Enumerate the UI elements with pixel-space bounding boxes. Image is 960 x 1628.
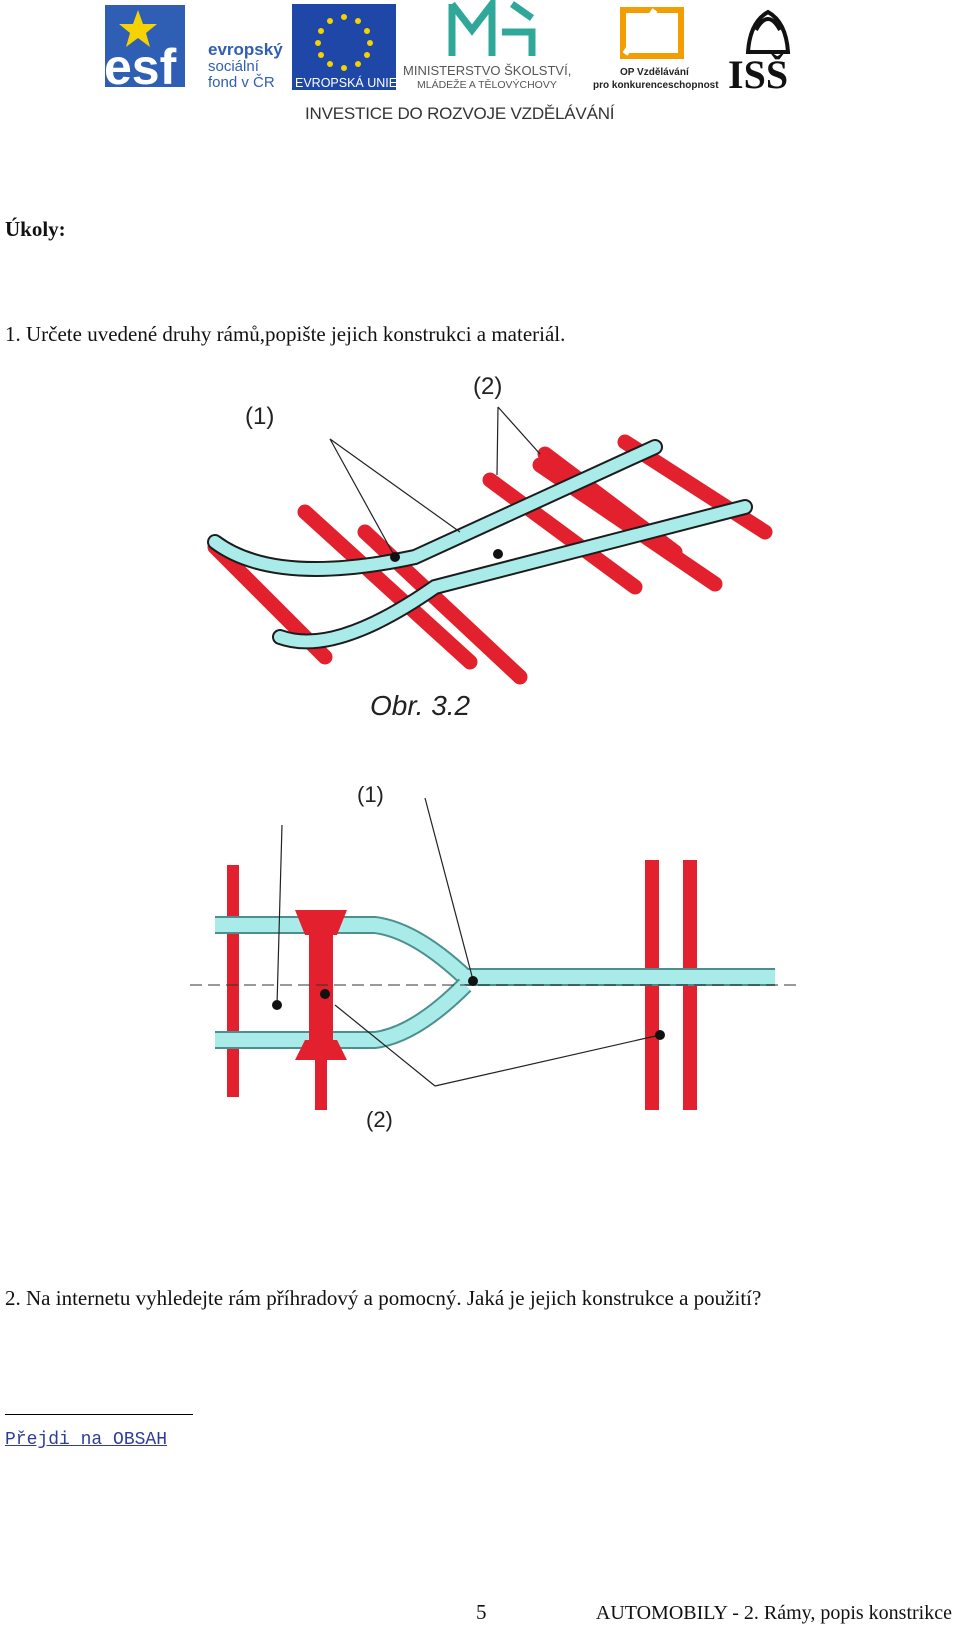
figure-1-leader-lines (329, 406, 541, 558)
header-logo-band: esf evropský sociální fond v ČR EVROPSKÁ… (104, 0, 791, 97)
msmt-logo: MINISTERSTVO ŠKOLSTVÍ, MLÁDEŽE A TĚLOVÝC… (403, 0, 571, 91)
figure-2-leader-lines (276, 797, 661, 1087)
iss-label: ISŠ (728, 52, 788, 97)
footer-title: AUTOMOBILY - 2. Rámy, popis konstrikce (595, 1602, 952, 1624)
figure-1-point (493, 549, 503, 559)
iss-logo: ISŠ (728, 9, 791, 97)
esf-line3: fond v ČR (208, 74, 275, 91)
figure-1-ladder-frame: (1) (2) Obr. 3.2 (207, 373, 773, 721)
figure-2-y-frame: (1) (2) (190, 782, 800, 1132)
eu-stars-icon (315, 14, 373, 71)
esf-line2: sociální (208, 58, 260, 75)
figure-2-label-1: (1) (357, 782, 384, 807)
op-line2: pro konkurenceschopnost (593, 80, 719, 91)
figure-2-point (320, 989, 330, 999)
esf-line1: evropský (208, 40, 283, 59)
task-2-text: 2. Na internetu vyhledejte rám příhradov… (5, 1286, 762, 1310)
figure-2-h-crossmember (295, 910, 347, 1060)
figure-1-label-1: (1) (245, 403, 274, 430)
header-tagline: INVESTICE DO ROZVOJE VZDĚLÁVÁNÍ (305, 104, 615, 123)
separator-rule (5, 1414, 193, 1415)
iss-crown-icon (745, 9, 791, 54)
esf-star-icon (119, 10, 157, 47)
op-logo: OP Vzdělávání pro konkurenceschopnost (593, 7, 719, 91)
eu-flag-logo: EVROPSKÁ UNIE (292, 4, 397, 90)
contents-link[interactable]: Přejdi na OBSAH (5, 1430, 168, 1450)
figure-2-point (655, 1030, 665, 1040)
task-1-text: 1. Určete uvedené druhy rámů,popište jej… (5, 322, 566, 346)
eu-label: EVROPSKÁ UNIE (295, 75, 397, 90)
esf-letters: esf (104, 39, 177, 95)
msmt-mark-icon (448, 0, 536, 56)
esf-logo: esf evropský sociální fond v ČR (104, 5, 283, 95)
figure-2-point (468, 976, 478, 986)
op-line1: OP Vzdělávání (620, 67, 690, 78)
figure-1-label-2: (2) (473, 373, 502, 400)
tasks-heading: Úkoly: (5, 217, 66, 241)
msmt-line1: MINISTERSTVO ŠKOLSTVÍ, (403, 63, 571, 78)
figure-1-point (390, 552, 400, 562)
figure-2-point (272, 1000, 282, 1010)
page-number: 5 (476, 1600, 487, 1624)
figure-1-caption: Obr. 3.2 (370, 690, 471, 721)
msmt-line2: MLÁDEŽE A TĚLOVÝCHOVY (417, 78, 557, 91)
figure-2-label-2: (2) (366, 1107, 393, 1132)
